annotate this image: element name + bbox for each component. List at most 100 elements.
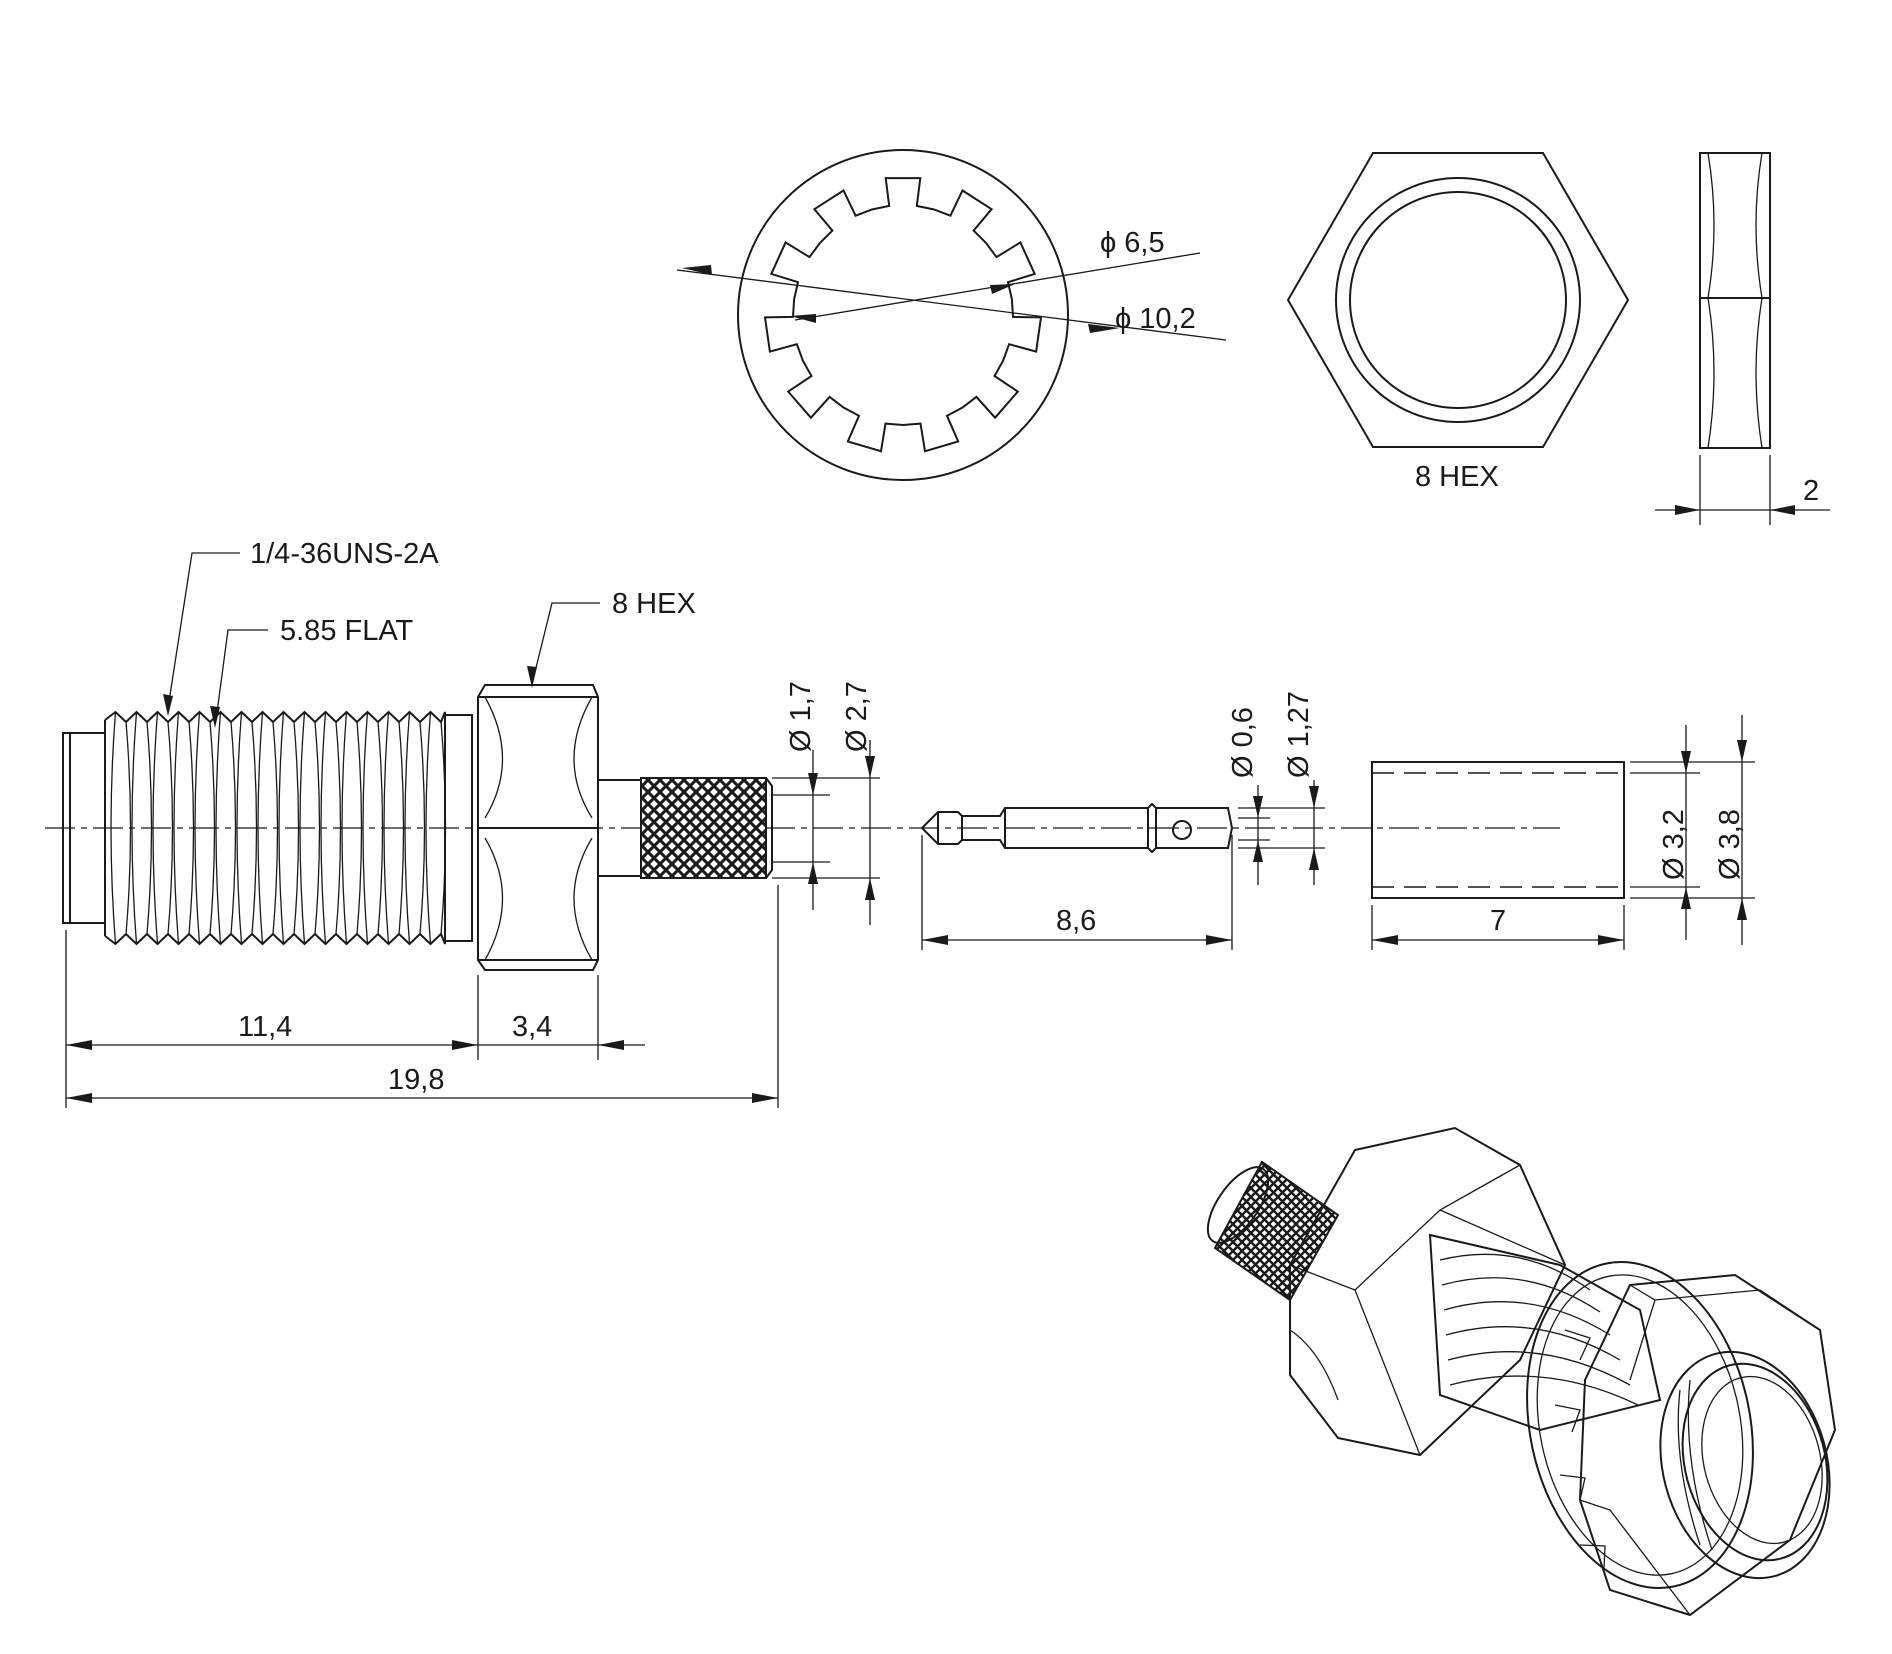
hex-length-label: 3,4 xyxy=(512,1011,552,1043)
thread-line xyxy=(314,721,321,935)
thread-line xyxy=(173,711,180,945)
thread-line xyxy=(230,721,237,935)
iso-washer-inner xyxy=(1536,1274,1744,1576)
iso-front-bore-outer xyxy=(1659,1350,1831,1580)
iso-thread-lines xyxy=(1439,1253,1639,1406)
hex-face-curves xyxy=(484,696,593,961)
iso-front-bore-mid xyxy=(1681,1362,1829,1562)
body-hex xyxy=(477,684,599,971)
arrow xyxy=(1372,935,1398,945)
arrow xyxy=(1681,887,1691,909)
thread-length-label: 11,4 xyxy=(238,1011,292,1043)
iso-thread-body xyxy=(1428,1233,1662,1432)
ferrule-outer-dia-label: Ø 2,7 xyxy=(841,681,873,752)
nut-bore xyxy=(1349,191,1567,409)
arrow xyxy=(1309,786,1319,808)
flat-spec-label: 5.85 FLAT xyxy=(280,615,414,647)
iso-washer-teeth xyxy=(1554,1329,1606,1569)
pin-body-dia-label: Ø 1,27 xyxy=(1283,691,1315,778)
body-collar xyxy=(444,714,473,942)
thread-line xyxy=(383,711,390,945)
sleeve-outline xyxy=(1371,761,1625,899)
arrow xyxy=(865,756,875,778)
lock-washer-view: ϕ 6,5 ϕ 10,2 xyxy=(676,149,1227,481)
arrow xyxy=(1770,505,1795,515)
arrow xyxy=(452,1040,478,1050)
arrow xyxy=(865,878,875,900)
thread-line xyxy=(152,711,159,945)
hex-leader xyxy=(532,602,600,681)
arrow xyxy=(790,314,816,323)
body-hex-label: 8 HEX xyxy=(612,588,696,620)
thread-line xyxy=(293,721,300,935)
pin-length-label: 8,6 xyxy=(1056,905,1096,937)
iso-bore-shading xyxy=(1677,1379,1713,1551)
washer-outer-dia-label: ϕ 10,2 xyxy=(1115,303,1196,335)
flat-leader xyxy=(215,629,268,721)
thread-line xyxy=(419,721,426,935)
hex-nut-view: 8 HEX xyxy=(1286,152,1630,493)
sleeve-length-label: 7 xyxy=(1490,905,1506,937)
thread-crest-profile xyxy=(104,710,446,724)
knurled-ferrule xyxy=(640,777,767,879)
ferrule-inner-dia-label: Ø 1,7 xyxy=(785,681,817,752)
callouts: 1/4-36UNS-2A 5.85 FLAT 8 HEX xyxy=(163,538,696,728)
connector-body-view xyxy=(45,684,1560,971)
thread-line xyxy=(272,721,279,935)
arrow xyxy=(527,666,537,688)
iso-front-bore-inner xyxy=(1701,1375,1823,1545)
thread-line xyxy=(341,711,348,945)
thread-line xyxy=(215,711,222,945)
pin-outline xyxy=(920,802,1234,854)
thread-line xyxy=(188,721,195,935)
thread-spec-label: 1/4-36UNS-2A xyxy=(250,538,439,570)
sleeve-inner-dia-label: Ø 3,2 xyxy=(1658,809,1690,880)
thread-line xyxy=(236,711,243,945)
contact-pin-view: 8,6 Ø 0,6 Ø 1,27 xyxy=(920,691,1325,950)
arrow xyxy=(682,265,712,275)
total-length-label: 19,8 xyxy=(388,1064,444,1096)
arrow xyxy=(1206,935,1232,945)
arrow xyxy=(808,862,818,884)
pin-tip-dia-label: Ø 0,6 xyxy=(1227,707,1259,778)
washer-teeth-outline xyxy=(763,177,1043,453)
sleeve-outer-dia-label: Ø 3,8 xyxy=(1714,809,1746,880)
arrow xyxy=(1598,935,1624,945)
iso-threads xyxy=(1428,1233,1662,1432)
arrow xyxy=(752,1093,778,1103)
thread-line xyxy=(320,711,327,945)
thread-line xyxy=(299,711,306,945)
isometric-assembly-view xyxy=(1206,1126,1837,1617)
iso-rear-hex-chamfer xyxy=(1289,1329,1339,1401)
nut-hex-outline xyxy=(1286,152,1630,448)
arrow xyxy=(66,1093,92,1103)
arrow xyxy=(210,706,220,728)
thread-leader xyxy=(167,552,240,709)
washer-outer-dim-line xyxy=(676,269,1227,341)
arrow xyxy=(1253,796,1263,818)
nut-side-view: 2 xyxy=(1655,152,1830,525)
crimp-sleeve-view: 7 Ø 3,2 Ø 3,8 xyxy=(1371,715,1755,950)
arrow xyxy=(1681,751,1691,773)
thread-line xyxy=(194,711,201,945)
arrow xyxy=(990,284,1015,294)
arrow xyxy=(598,1040,624,1050)
iso-rear-hex-edges xyxy=(1289,1164,1566,1456)
iso-front-hex xyxy=(1578,1273,1837,1617)
iso-ferrule-end xyxy=(1206,1166,1270,1244)
iso-knurled-ferrule xyxy=(1213,1160,1340,1302)
nut-side-outline xyxy=(1699,152,1771,449)
thread-line xyxy=(257,711,264,945)
thread-line xyxy=(110,711,117,945)
thread-crest-profile xyxy=(104,932,446,946)
arrow xyxy=(1675,505,1700,515)
washer-inner-dia-label: ϕ 6,5 xyxy=(1100,227,1165,259)
thread-section xyxy=(104,710,447,946)
iso-washer xyxy=(1526,1260,1754,1590)
arrow xyxy=(1737,740,1747,762)
arrow xyxy=(163,694,173,716)
thread-line xyxy=(335,721,342,935)
thread-line xyxy=(251,721,258,935)
arrow xyxy=(1309,848,1319,870)
